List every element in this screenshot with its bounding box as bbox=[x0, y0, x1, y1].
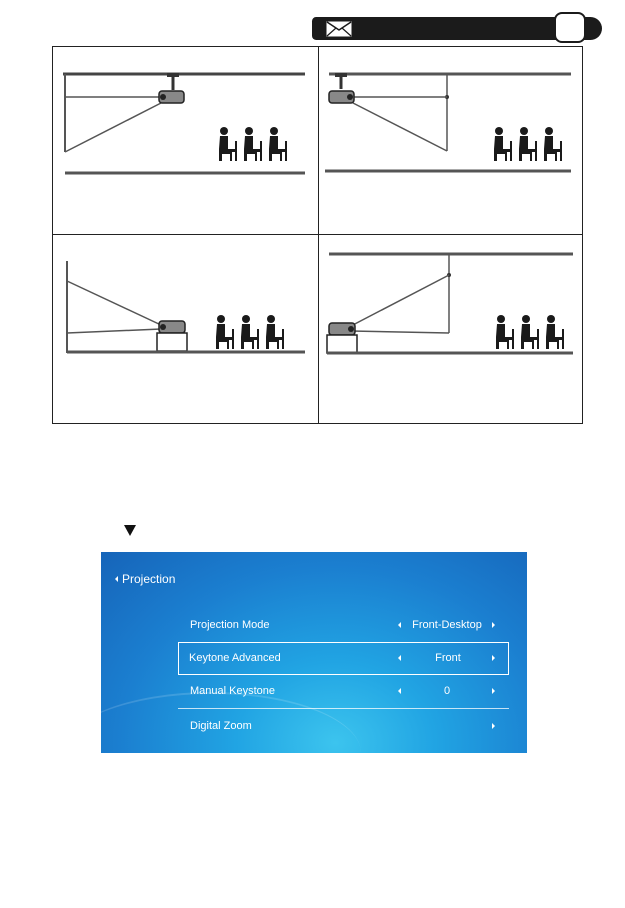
audience-icon bbox=[219, 127, 287, 161]
chevron-left-icon[interactable] bbox=[398, 688, 401, 694]
chevron-right-icon[interactable] bbox=[492, 723, 495, 729]
menu-row-value: Front bbox=[403, 652, 493, 664]
menu-row-label: Manual Keystone bbox=[190, 685, 275, 697]
diagram-rear-ceiling bbox=[319, 47, 584, 234]
diagram-front-desktop bbox=[53, 235, 318, 422]
audience-icon bbox=[216, 315, 284, 349]
projector-icon bbox=[159, 91, 184, 103]
menu-title: Projection bbox=[122, 572, 175, 586]
diagram-front-ceiling bbox=[53, 47, 318, 234]
chevron-right-icon[interactable] bbox=[492, 622, 495, 628]
menu-row-digital-zoom[interactable]: Digital Zoom bbox=[178, 710, 509, 743]
triangle-down-icon bbox=[124, 525, 136, 536]
menu-row-label: Keytone Advanced bbox=[189, 652, 281, 664]
audience-icon bbox=[496, 315, 564, 349]
chevron-left-icon[interactable] bbox=[398, 622, 401, 628]
audience-icon bbox=[494, 127, 562, 161]
menu-row-value: 0 bbox=[402, 685, 492, 697]
page-number bbox=[554, 12, 586, 43]
projection-diagram-grid bbox=[52, 46, 583, 424]
diagram-rear-desktop bbox=[319, 235, 584, 422]
chevron-right-icon[interactable] bbox=[492, 688, 495, 694]
chevron-right-icon[interactable] bbox=[492, 655, 495, 661]
projector-icon bbox=[329, 323, 355, 335]
header-bar bbox=[312, 17, 602, 40]
projection-menu-screen: Projection Projection Mode Front-Desktop… bbox=[101, 552, 527, 753]
back-button[interactable]: Projection bbox=[115, 572, 175, 586]
menu-divider bbox=[178, 708, 509, 709]
menu-row-manual-keystone[interactable]: Manual Keystone 0 bbox=[178, 675, 509, 708]
envelope-icon bbox=[326, 21, 352, 37]
projector-icon bbox=[159, 321, 185, 333]
menu-row-keytone-advanced[interactable]: Keytone Advanced Front bbox=[178, 642, 509, 675]
menu-row-label: Digital Zoom bbox=[190, 720, 252, 732]
projector-icon bbox=[329, 91, 354, 103]
menu-row-projection-mode[interactable]: Projection Mode Front-Desktop bbox=[178, 609, 509, 642]
menu-row-value: Front-Desktop bbox=[402, 619, 492, 631]
menu-row-label: Projection Mode bbox=[190, 619, 270, 631]
chevron-left-icon bbox=[115, 576, 118, 582]
chevron-left-icon[interactable] bbox=[398, 655, 401, 661]
